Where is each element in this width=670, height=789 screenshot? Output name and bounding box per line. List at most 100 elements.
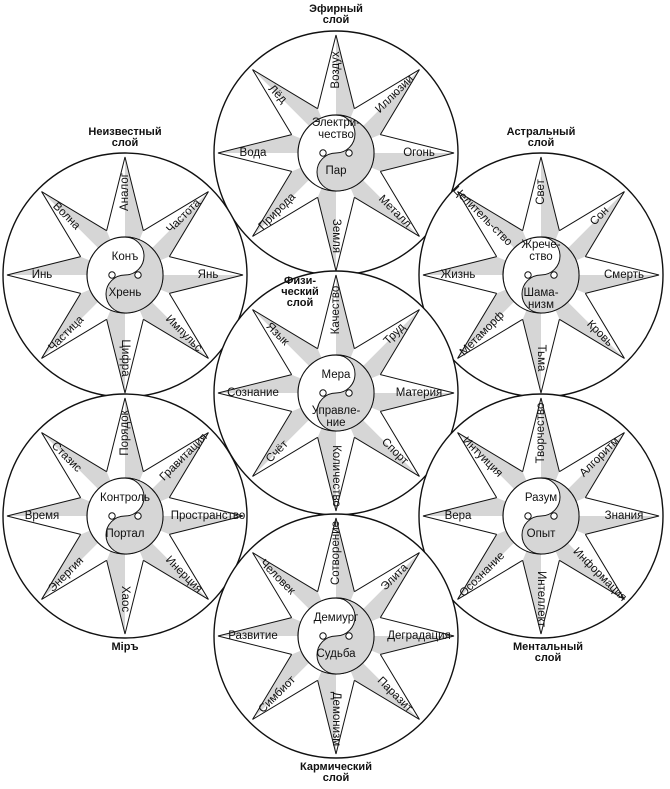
layer-title: ческий [281,286,319,298]
yin-yang-symbol [86,477,164,555]
ray-outline [252,309,318,375]
ray-light [457,191,541,275]
ray-outline [317,437,355,512]
ray-label: Творчество [535,403,547,464]
center-bottom-label: Портал [105,528,144,540]
center-top-label: Разум [525,492,557,504]
ray-outline [41,534,107,600]
layer-circle-unknown: АналогЧастотаЯньИмпульсЦифраЧастицаИньВо… [2,152,248,398]
ray-label: Время [25,510,60,522]
layer-title: Физи- [284,275,316,287]
center-top-label: Жрече- [521,239,560,251]
ray-label: Тьма [535,345,547,372]
layer-title: слой [287,297,313,309]
ray-outline [457,534,523,600]
ray-outline [41,293,107,359]
layer-title: Міръ [112,641,139,653]
layer-title: слой [323,772,349,784]
ray-label: Смерть [604,269,644,281]
ray-outline [6,256,81,294]
ray-label: Вера [445,510,472,522]
center-bottom-label: Опыт [527,528,556,540]
yin-yang-symbol [502,236,580,314]
ray-light [252,636,336,720]
layer-title: Ментальный [513,641,583,653]
ray-outline [217,134,292,172]
center-top-label: чество [318,129,354,141]
ray-outline [559,191,625,257]
layer-title: Неизвестный [88,126,161,138]
ray-label: Развитие [228,630,277,642]
ray-outline [354,309,420,375]
ray-outline [354,171,420,237]
ray-outline [41,191,107,257]
layer-circle-ether: ВоздухИллюзииОгоньМеталлЗемляПриродаВода… [213,30,459,276]
ray-outline [106,397,144,472]
ray-label: Хаос [119,586,131,612]
ray-label: Знания [605,510,644,522]
layer-title: слой [535,652,561,664]
ray-label: Янь [198,269,219,281]
ray-outline [354,654,420,720]
ray-outline [522,397,560,472]
ray-outline [143,432,209,498]
ray-outline [522,319,560,394]
ray-outline [354,552,420,618]
ray-label: Воздух [330,51,342,88]
ray-outline [252,171,318,237]
center-top-label: Демиург [314,612,359,624]
ray-outline [143,293,209,359]
layer-title: Астральный [507,126,576,138]
ray-label: Сознание [227,387,279,399]
layer-title: слой [323,14,349,26]
ray-outline [317,34,355,109]
ray-outline [106,319,144,394]
ray-outline [6,497,81,535]
ray-outline [457,293,523,359]
ray-outline [169,497,244,535]
ray-outline [559,534,625,600]
ray-outline [106,156,144,231]
ray-label: Инь [32,269,53,281]
ray-outline [380,134,455,172]
center-top-label: Мера [322,369,352,381]
layer-title: Эфирный [309,3,363,15]
ray-outline [252,411,318,477]
yin-yang-symbol [502,477,580,555]
ray-outline [354,69,420,135]
center-top-label: Контроль [100,492,150,504]
ray-outline [354,411,420,477]
ray-outline [317,680,355,755]
ray-label: Демонизм [330,692,342,747]
ray-outline [457,432,523,498]
ray-label: Качество [330,286,342,335]
center-top-label: ство [529,251,552,263]
ray-outline [106,560,144,635]
layer-title: слой [112,137,138,149]
ray-light [41,516,125,600]
center-bottom-label: Судьба [316,648,356,660]
ray-outline [422,497,497,535]
ray-label: Аналог [119,173,131,211]
ray-outline [41,432,107,498]
yin-yang-symbol [86,236,164,314]
ray-outline [217,617,292,655]
center-bottom-label: Хрень [109,287,142,299]
ray-outline [559,432,625,498]
center-bottom-label: низм [528,299,554,311]
ray-label: Цифра [119,339,131,377]
layer-title: слой [528,137,554,149]
ray-label: Интеллект [535,571,547,628]
ray-label: Пространство [171,510,246,522]
yin-yang-symbol [297,354,375,432]
ray-label: Деградация [387,630,451,642]
ray-outline [559,293,625,359]
ray-outline [217,374,292,412]
ray-outline [585,497,660,535]
ray-label: Земля [330,219,342,253]
ray-outline [252,69,318,135]
